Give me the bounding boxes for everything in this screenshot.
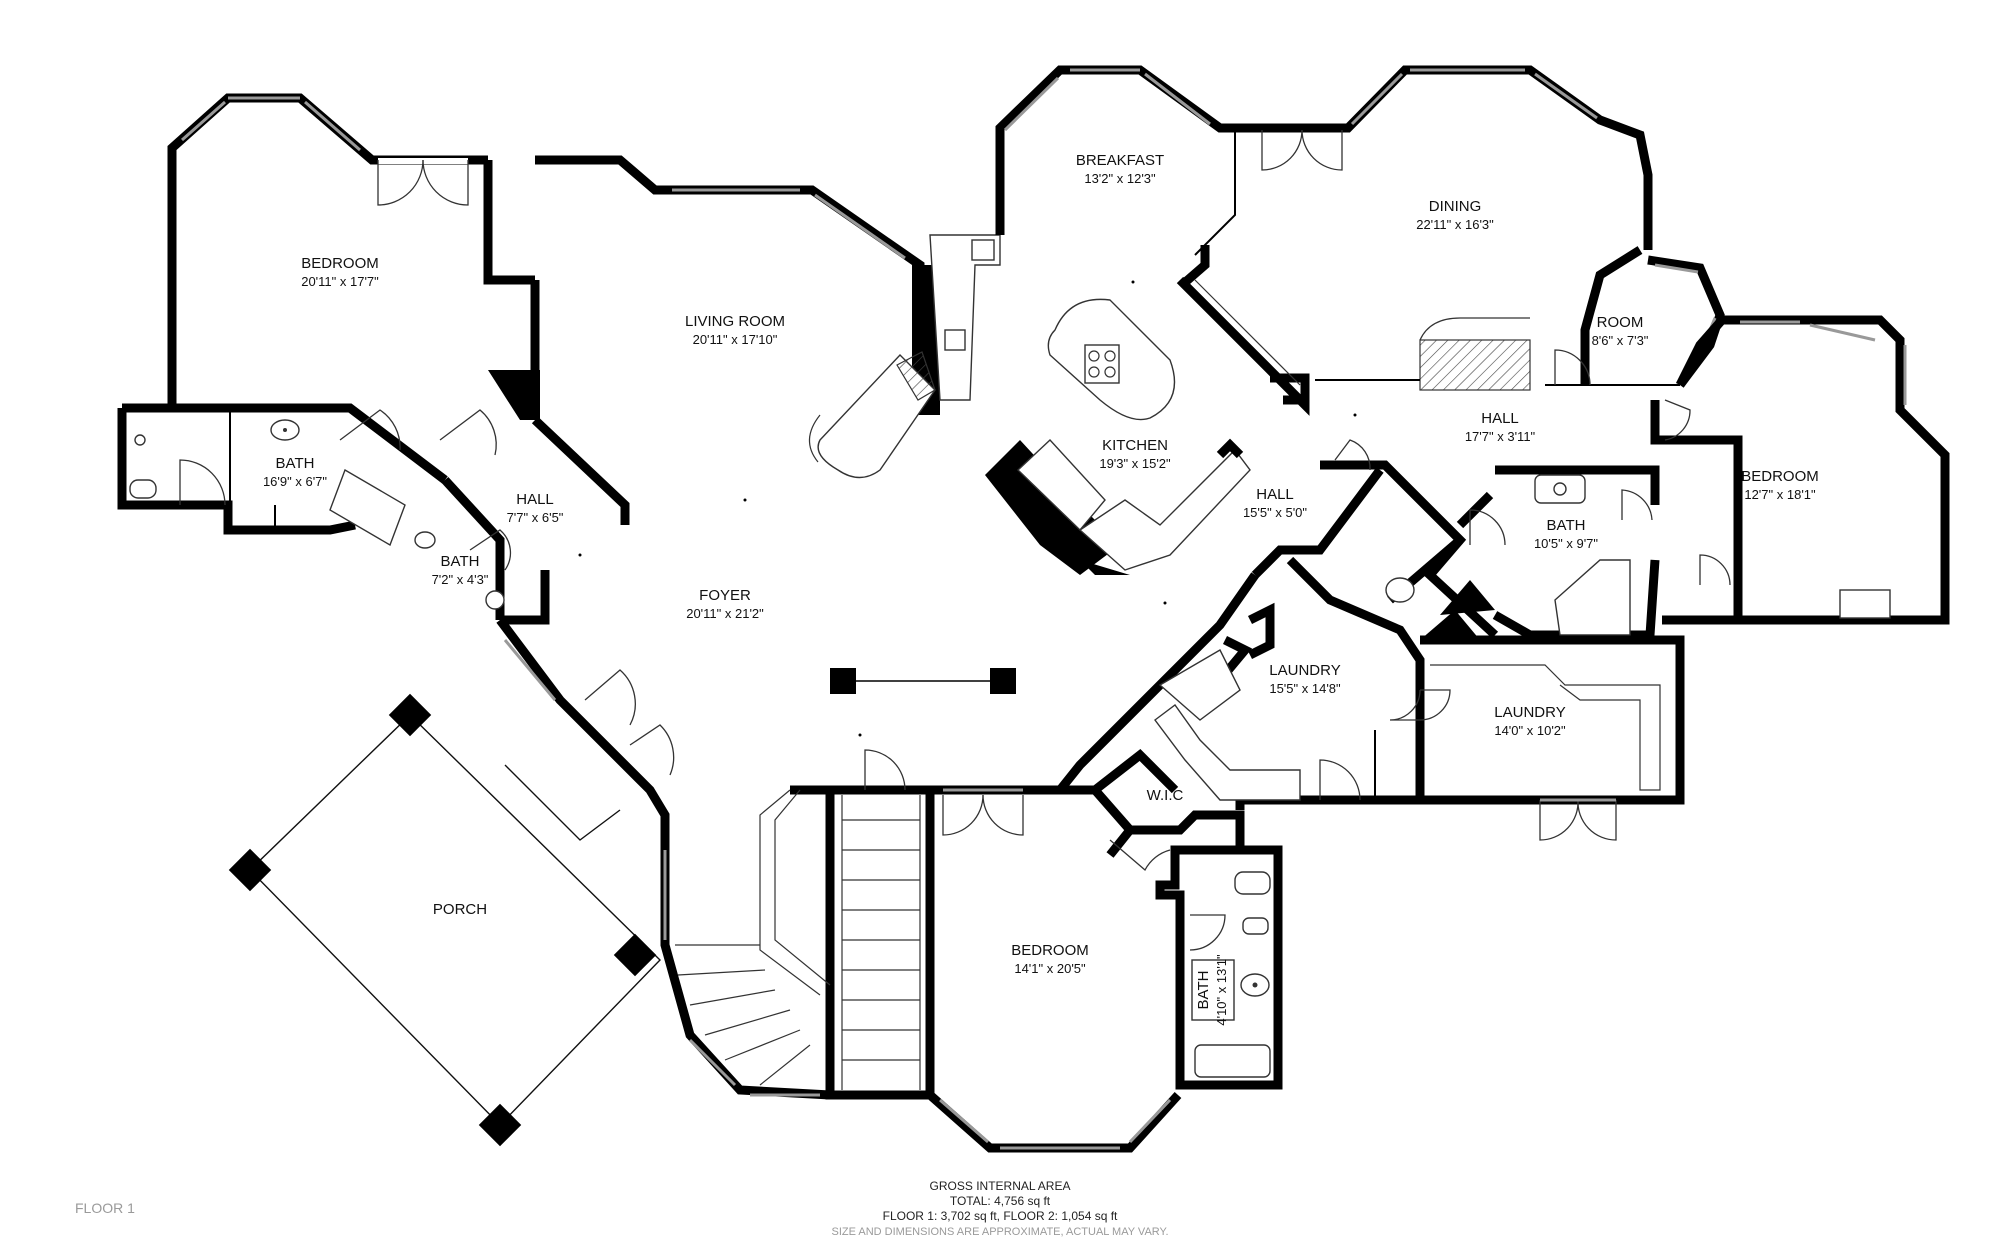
dining-fireplace xyxy=(1315,317,1531,391)
bath-s-walls xyxy=(1155,845,1283,1090)
kitchen-island xyxy=(1047,298,1176,421)
wic-name: W.I.C xyxy=(1147,787,1184,804)
living-room-name: LIVING ROOM xyxy=(685,313,785,330)
dining-walls xyxy=(1245,65,1653,250)
hall-w-dims: 7'7" x 6'5" xyxy=(507,510,564,525)
laundry-2-dims: 14'0" x 10'2" xyxy=(1494,723,1566,738)
kitchen-peninsula xyxy=(985,438,1251,575)
tick-markers xyxy=(578,280,1357,737)
dining-dims: 22'11" x 16'3" xyxy=(1416,217,1494,232)
bedroom-e-walls xyxy=(1650,315,1950,625)
kitchen-name: KITCHEN xyxy=(1102,437,1168,454)
bath-small-w-name: BATH xyxy=(441,553,480,570)
small-room-dims: 8'6" x 7'3" xyxy=(1592,333,1649,348)
living-room-dims: 20'11" x 17'10" xyxy=(693,332,778,347)
wic-walls xyxy=(1060,749,1245,872)
hall-center-name: HALL xyxy=(1256,486,1294,503)
laundry-1-walls xyxy=(1056,556,1425,810)
laundry-1-dims: 15'5" x 14'8" xyxy=(1269,681,1341,696)
bath-w-name: BATH xyxy=(276,455,315,472)
bath-s-label: BATH 4'10" x 13'1" xyxy=(1195,954,1229,1026)
breakfast-walls xyxy=(995,65,1260,289)
bath-w-dims: 16'9" x 6'7" xyxy=(263,474,327,489)
hall-ne-name: HALL xyxy=(1481,410,1519,427)
bedroom-nw-name: BEDROOM xyxy=(301,255,379,272)
bath-e-dims: 10'5" x 9'7" xyxy=(1534,536,1598,551)
bedroom-s-name: BEDROOM xyxy=(1011,942,1089,959)
area-summary: GROSS INTERNAL AREA TOTAL: 4,756 sq ft F… xyxy=(831,1179,1168,1238)
laundry-2-name: LAUNDRY xyxy=(1494,704,1565,721)
bedroom-nw-dims: 20'11" x 17'7" xyxy=(301,274,379,289)
small-room-name: ROOM xyxy=(1597,314,1644,331)
porch-name: PORCH xyxy=(433,901,487,918)
kitchen-west-counter xyxy=(929,234,1001,401)
small-room-walls xyxy=(1545,246,1725,388)
laundry-1-name: LAUNDRY xyxy=(1269,662,1340,679)
area-note: SIZE AND DIMENSIONS ARE APPROXIMATE, ACT… xyxy=(831,1226,1168,1238)
foyer-bench xyxy=(830,668,1016,694)
hall-center-dims: 15'5" x 5'0" xyxy=(1243,505,1307,520)
bedroom-s-dims: 14'1" x 20'5" xyxy=(1014,961,1086,976)
floor-label: FLOOR 1 xyxy=(75,1200,135,1216)
foyer-dims: 20'11" x 21'2" xyxy=(686,606,764,621)
foyer-name: FOYER xyxy=(699,587,751,604)
bath-small-w xyxy=(414,529,512,610)
area-floors: FLOOR 1: 3,702 sq ft, FLOOR 2: 1,054 sq … xyxy=(883,1209,1118,1223)
dining-name: DINING xyxy=(1429,198,1482,215)
foyer-west-walls xyxy=(496,617,831,1100)
hall-w-name: HALL xyxy=(516,491,554,508)
bedroom-e-name: BEDROOM xyxy=(1741,468,1819,485)
kitchen-dims: 19'3" x 15'2" xyxy=(1099,456,1171,471)
bath-e-walls xyxy=(1385,465,1660,640)
kitchen-north-counter xyxy=(1176,276,1310,416)
staircase xyxy=(675,749,930,1100)
stair-landing-living xyxy=(808,351,936,479)
breakfast-name: BREAKFAST xyxy=(1076,152,1164,169)
breakfast-dims: 13'2" x 12'3" xyxy=(1084,171,1156,186)
bedroom-e-dims: 12'7" x 18'1" xyxy=(1744,487,1816,502)
room-labels: BEDROOM 20'11" x 17'7" LIVING ROOM 20'11… xyxy=(263,152,1819,976)
area-title: GROSS INTERNAL AREA xyxy=(930,1179,1071,1193)
bedroom-nw-door xyxy=(377,158,469,206)
porch xyxy=(228,693,661,1147)
laundry-2-walls xyxy=(1419,610,1685,841)
bath-e-name: BATH xyxy=(1547,517,1586,534)
bath-small-w-dims: 7'2" x 4'3" xyxy=(432,572,489,587)
bath-w-walls xyxy=(117,403,448,547)
bath-s-dims: 4'10" x 13'1" xyxy=(1214,954,1229,1026)
bedroom-s-walls xyxy=(925,785,1182,1153)
bath-s-name: BATH xyxy=(1195,971,1212,1010)
hall-ne-dims: 17'7" x 3'11" xyxy=(1465,429,1536,444)
bedroom-nw-walls xyxy=(167,93,540,405)
area-total: TOTAL: 4,756 sq ft xyxy=(950,1194,1051,1208)
